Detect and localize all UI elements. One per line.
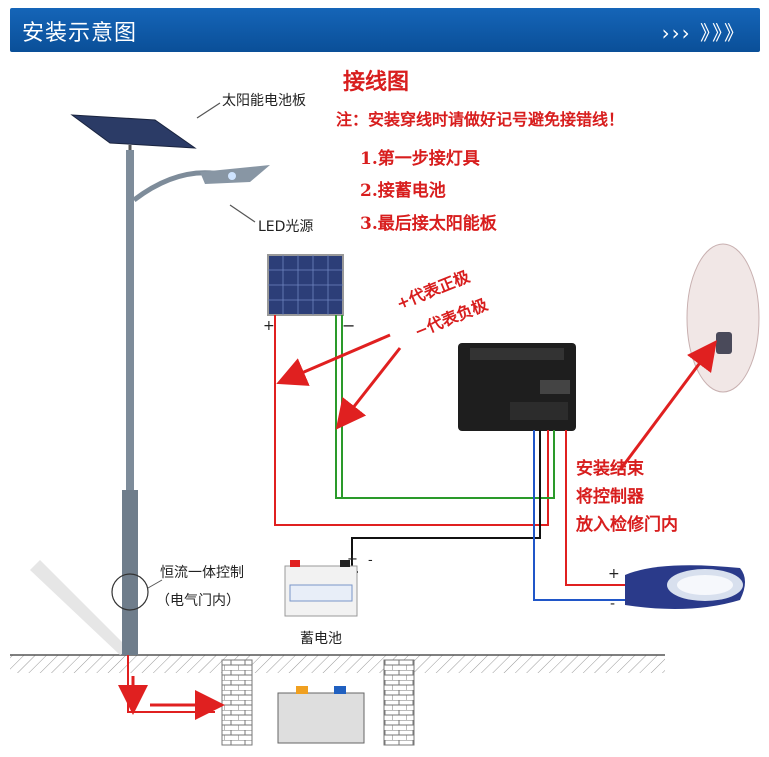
wiring-note: 注：安装穿线时请做好记号避免接错线！ — [336, 110, 625, 129]
step-2: 2.接蓄电池 — [360, 181, 446, 201]
controller-location-label: （电气门内） — [156, 593, 240, 609]
solar-panel-label: 太阳能电池板 — [222, 93, 306, 109]
pole-shadow — [30, 560, 130, 655]
controller-inside-label: 恒流一体控制 — [160, 565, 244, 581]
more-arrows-icon[interactable]: ››› 》》》 — [661, 21, 746, 45]
step-1: 1.第一步接灯具 — [360, 149, 480, 169]
led-lamp-head — [625, 565, 745, 609]
panel-minus-label: − — [342, 316, 356, 335]
led-source-label: LED光源 — [258, 219, 314, 235]
finish-line-2: 将控制器 — [576, 487, 644, 507]
lamp-minus-label: - — [610, 596, 616, 612]
battery-label: 蓄电池 — [300, 631, 342, 647]
finish-line-1: 安装结束 — [576, 459, 644, 479]
street-lamp-pole — [70, 114, 270, 720]
battery-box — [284, 560, 358, 617]
battery-minus-label: - — [368, 553, 373, 568]
controller-door-photo — [686, 243, 760, 393]
solar-panel — [267, 254, 344, 316]
finish-line-3: 放入检修门内 — [576, 515, 678, 535]
header-bar: 安装示意图 ››› 》》》 — [10, 8, 760, 52]
wiring-title: 接线图 — [343, 69, 410, 95]
ground — [10, 654, 665, 746]
panel-plus-label: + — [263, 318, 275, 334]
page-title: 安装示意图 — [22, 21, 138, 46]
step-3: 3.最后接太阳能板 — [360, 214, 497, 234]
lamp-plus-label: + — [608, 566, 620, 582]
battery-plus-label: + — [347, 552, 358, 567]
charge-controller — [458, 343, 576, 431]
